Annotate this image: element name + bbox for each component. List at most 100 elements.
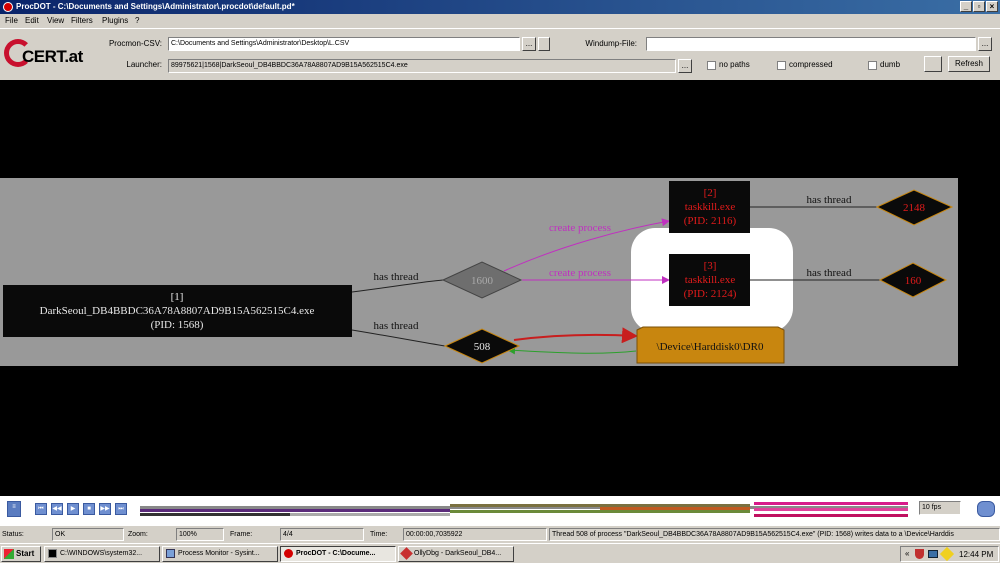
edge-label-has-thread-3: has thread (807, 194, 852, 206)
title-bar[interactable]: ProcDOT - C:\Documents and Settings\Admi… (0, 0, 1000, 14)
zoom-value: 100% (176, 528, 224, 541)
procdot-icon (284, 549, 293, 558)
time-label: Time: (370, 531, 388, 538)
timeline-track[interactable] (140, 500, 908, 520)
procmon-icon (166, 549, 175, 558)
launcher-browse-button[interactable]: ... (678, 59, 692, 73)
alert-icon[interactable] (939, 546, 955, 562)
file-node-label: \Device\Harddisk0\DR0 (657, 341, 764, 353)
root-process-node[interactable]: [1] DarkSeoul_DB4BBDC36A78A8807AD9B15A56… (3, 285, 352, 337)
root-process-name: DarkSeoul_DB4BBDC36A78A8807AD9B15A562515… (40, 305, 315, 317)
menu-view[interactable]: View (47, 16, 65, 25)
process-2116-id: [2] (704, 187, 717, 199)
thread-node-160[interactable]: 160 (878, 262, 948, 298)
procmon-csv-field[interactable]: C:\Documents and Settings\Administrator\… (168, 37, 520, 51)
menu-edit[interactable]: Edit (25, 16, 39, 25)
taskbar-procdot[interactable]: ProcDOT - C:\Docume... (280, 546, 396, 562)
edge-label-create-process-2: create process (549, 267, 611, 279)
security-shield-icon[interactable] (915, 549, 924, 559)
maximize-button[interactable]: ▫ (973, 1, 985, 12)
compressed-checkbox[interactable] (777, 61, 786, 70)
taskbar-procmon[interactable]: Process Monitor - Sysint... (162, 546, 278, 562)
menu-file[interactable]: File (5, 16, 18, 25)
taskbar-cmd-label: C:\WINDOWS\system32... (60, 550, 143, 557)
thread-160-label: 160 (905, 275, 922, 287)
prev-frame-button[interactable]: ◀◀ (51, 503, 63, 515)
thread-node-1600[interactable]: 1600 (441, 261, 523, 299)
procmon-open-icon[interactable] (538, 37, 550, 51)
window-title: ProcDOT - C:\Documents and Settings\Admi… (16, 2, 295, 11)
details-toggle-icon[interactable]: ≡ (7, 501, 21, 517)
windows-flag-icon (4, 549, 14, 559)
no-paths-label: no paths (719, 60, 750, 69)
thread-node-508[interactable]: 508 (443, 328, 521, 364)
start-label: Start (16, 549, 35, 558)
process-2124-pid: (PID: 2124) (684, 288, 737, 300)
thread-2148-label: 2148 (903, 202, 926, 214)
next-frame-button[interactable]: ▶▶ (99, 503, 111, 515)
graph-canvas[interactable]: has thread has thread create process cre… (0, 80, 1000, 496)
dumb-checkbox[interactable] (868, 61, 877, 70)
menu-help[interactable]: ? (135, 16, 140, 25)
status-message: Thread 508 of process "DarkSeoul_DB4BBDC… (549, 528, 1000, 541)
timeline-bar: ≡ ⏮ ◀◀ ▶ ■ ▶▶ ⏭ 10 fps (0, 496, 1000, 526)
windows-taskbar: Start C:\WINDOWS\system32... Process Mon… (0, 543, 1000, 563)
thread-1600-label: 1600 (471, 275, 494, 287)
start-button[interactable]: Start (1, 546, 41, 562)
root-process-pid: (PID: 1568) (151, 319, 204, 331)
last-frame-button[interactable]: ⏭ (115, 503, 127, 515)
taskbar-procdot-label: ProcDOT - C:\Docume... (296, 550, 376, 557)
settings-icon[interactable] (924, 56, 942, 72)
play-button[interactable]: ▶ (67, 503, 79, 515)
edge-label-has-thread-2: has thread (374, 320, 419, 332)
input-panel: CERT.at Procmon-CSV: C:\Documents and Se… (0, 28, 1000, 80)
no-paths-checkbox[interactable] (707, 61, 716, 70)
process-node-2124[interactable]: [3] taskkill.exe (PID: 2124) (669, 254, 750, 306)
minimize-button[interactable]: _ (960, 1, 972, 12)
time-value: 00:00:00,7035922 (403, 528, 547, 541)
camera-icon[interactable] (977, 501, 995, 517)
menu-plugins[interactable]: Plugins (102, 16, 129, 25)
file-node-device[interactable]: \Device\Harddisk0\DR0 (636, 326, 785, 364)
dumb-label: dumb (880, 60, 901, 69)
clock: 12:44 PM (959, 550, 994, 559)
edge-label-has-thread-1: has thread (374, 271, 419, 283)
launcher-label: Launcher: (126, 60, 162, 69)
taskbar-procmon-label: Process Monitor - Sysint... (178, 550, 260, 557)
process-2124-id: [3] (704, 260, 717, 272)
taskbar-cmd[interactable]: C:\WINDOWS\system32... (44, 546, 160, 562)
menu-filters[interactable]: Filters (71, 16, 93, 25)
menu-bar: File Edit View Filters Plugins ? (0, 14, 1000, 28)
edge-root-to-thread-508 (351, 329, 446, 347)
taskbar-ollydbg-label: OllyDbg - DarkSeoul_DB4... (414, 550, 502, 557)
edge-label-has-thread-4: has thread (807, 267, 852, 279)
process-node-2116[interactable]: [2] taskkill.exe (PID: 2116) (669, 181, 750, 233)
process-2116-pid: (PID: 2116) (684, 215, 737, 227)
stop-button[interactable]: ■ (83, 503, 95, 515)
compressed-label: compressed (789, 60, 833, 69)
ollydbg-bug-icon (400, 547, 413, 560)
cert-logo-ring-icon (4, 39, 32, 67)
launcher-field[interactable]: 89975621|1568|DarkSeoul_DB4BBDC36A78A880… (168, 59, 676, 73)
procmon-browse-button[interactable]: ... (522, 37, 536, 51)
fps-select[interactable]: 10 fps (919, 501, 961, 515)
thread-node-2148[interactable]: 2148 (875, 189, 954, 226)
refresh-button[interactable]: Refresh (948, 56, 990, 72)
process-2116-name: taskkill.exe (685, 201, 736, 213)
cert-at-logo: CERT.at (4, 37, 84, 75)
windump-browse-button[interactable]: ... (978, 37, 992, 51)
first-frame-button[interactable]: ⏮ (35, 503, 47, 515)
thread-508-label: 508 (474, 341, 491, 353)
status-bar: Status: OK Zoom: 100% Frame: 4/4 Time: 0… (0, 527, 1000, 542)
process-2124-name: taskkill.exe (685, 274, 736, 286)
close-button[interactable]: × (986, 1, 998, 12)
tray-expand-icon[interactable]: « (905, 549, 910, 558)
windump-file-field[interactable] (646, 37, 976, 51)
procdot-app-icon (3, 2, 13, 12)
procmon-csv-label: Procmon-CSV: (108, 39, 162, 48)
status-label: Status: (2, 531, 24, 538)
logo-text: CERT.at (22, 47, 83, 66)
network-icon[interactable] (928, 550, 938, 558)
taskbar-ollydbg[interactable]: OllyDbg - DarkSeoul_DB4... (398, 546, 514, 562)
